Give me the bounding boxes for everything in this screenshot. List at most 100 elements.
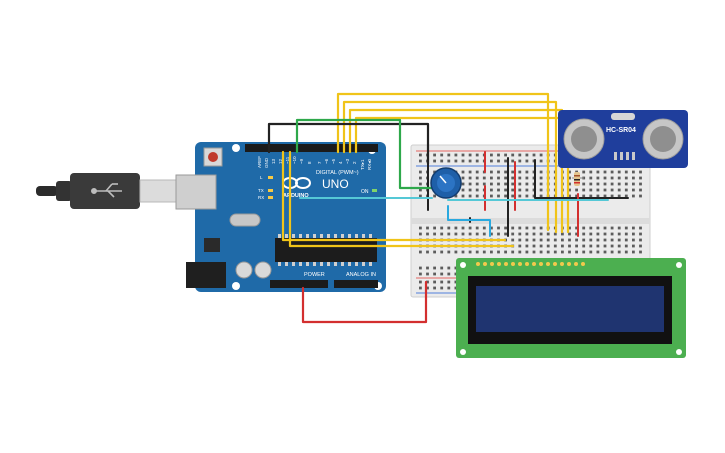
breadboard-hole[interactable] — [596, 170, 600, 174]
breadboard-hole[interactable] — [440, 280, 444, 284]
breadboard-hole[interactable] — [546, 238, 550, 242]
breadboard-hole[interactable] — [624, 182, 628, 186]
breadboard-hole[interactable] — [561, 238, 564, 242]
breadboard-hole[interactable] — [624, 232, 628, 236]
breadboard-hole[interactable] — [511, 159, 515, 163]
breadboard-hole[interactable] — [447, 250, 451, 254]
breadboard-hole[interactable] — [589, 176, 593, 180]
breadboard-hole[interactable] — [568, 244, 571, 248]
breadboard-hole[interactable] — [617, 194, 621, 198]
wire-black[interactable] — [534, 159, 629, 199]
breadboard-hole[interactable] — [632, 250, 635, 254]
wire-yellow[interactable] — [348, 108, 564, 234]
breadboard-hole[interactable] — [426, 250, 429, 254]
breadboard-hole[interactable] — [639, 226, 642, 230]
breadboard-hole[interactable] — [518, 170, 522, 174]
breadboard-hole[interactable] — [589, 244, 593, 248]
breadboard-hole[interactable] — [553, 232, 557, 236]
analog-pin-header[interactable] — [334, 280, 378, 288]
breadboard-hole[interactable] — [461, 226, 465, 230]
breadboard-hole[interactable] — [610, 182, 614, 186]
breadboard-hole[interactable] — [504, 194, 507, 198]
lcd-pin[interactable] — [525, 262, 529, 266]
breadboard-hole[interactable] — [468, 182, 472, 186]
breadboard-hole[interactable] — [511, 226, 515, 230]
breadboard-hole[interactable] — [603, 232, 607, 236]
breadboard-hole[interactable] — [525, 188, 529, 192]
breadboard-hole[interactable] — [497, 226, 500, 230]
breadboard-hole[interactable] — [568, 194, 571, 198]
breadboard-hole[interactable] — [639, 250, 642, 254]
breadboard-hole[interactable] — [511, 232, 515, 236]
breadboard-hole[interactable] — [582, 182, 586, 186]
breadboard-hole[interactable] — [624, 226, 628, 230]
breadboard-hole[interactable] — [632, 182, 635, 186]
breadboard-hole[interactable] — [447, 286, 451, 290]
breadboard-hole[interactable] — [603, 244, 607, 248]
breadboard-hole[interactable] — [419, 272, 422, 276]
breadboard-hole[interactable] — [617, 238, 621, 242]
breadboard-hole[interactable] — [461, 182, 465, 186]
breadboard-hole[interactable] — [568, 232, 571, 236]
breadboard-hole[interactable] — [433, 272, 436, 276]
breadboard-hole[interactable] — [518, 194, 522, 198]
breadboard-hole[interactable] — [632, 170, 635, 174]
breadboard-hole[interactable] — [433, 250, 436, 254]
breadboard-hole[interactable] — [568, 250, 571, 254]
breadboard-hole[interactable] — [454, 250, 458, 254]
breadboard-hole[interactable] — [561, 244, 564, 248]
breadboard-hole[interactable] — [497, 194, 500, 198]
breadboard-hole[interactable] — [440, 272, 444, 276]
breadboard-hole[interactable] — [475, 176, 479, 180]
breadboard-hole[interactable] — [518, 226, 522, 230]
breadboard-hole[interactable] — [617, 250, 621, 254]
breadboard-hole[interactable] — [447, 226, 451, 230]
breadboard-hole[interactable] — [639, 170, 642, 174]
breadboard-hole[interactable] — [603, 188, 607, 192]
breadboard-hole[interactable] — [433, 286, 436, 290]
breadboard-hole[interactable] — [490, 226, 493, 230]
breadboard-hole[interactable] — [589, 194, 593, 198]
breadboard-hole[interactable] — [440, 286, 444, 290]
breadboard-hole[interactable] — [532, 250, 536, 254]
breadboard-hole[interactable] — [539, 226, 543, 230]
breadboard-hole[interactable] — [419, 194, 422, 198]
breadboard-hole[interactable] — [575, 244, 578, 248]
breadboard-hole[interactable] — [532, 244, 536, 248]
lcd-pin[interactable] — [553, 262, 557, 266]
breadboard-hole[interactable] — [525, 244, 529, 248]
breadboard-hole[interactable] — [575, 188, 578, 192]
breadboard-hole[interactable] — [575, 238, 578, 242]
breadboard-hole[interactable] — [575, 250, 578, 254]
breadboard-hole[interactable] — [490, 194, 493, 198]
breadboard-hole[interactable] — [525, 153, 529, 157]
breadboard-hole[interactable] — [624, 250, 628, 254]
breadboard-hole[interactable] — [419, 232, 422, 236]
breadboard-hole[interactable] — [603, 194, 607, 198]
breadboard-hole[interactable] — [525, 194, 529, 198]
breadboard-hole[interactable] — [596, 238, 600, 242]
breadboard-hole[interactable] — [617, 182, 621, 186]
breadboard-hole[interactable] — [511, 182, 515, 186]
breadboard-hole[interactable] — [610, 250, 614, 254]
breadboard-hole[interactable] — [582, 188, 586, 192]
breadboard-hole[interactable] — [632, 226, 635, 230]
breadboard-hole[interactable] — [603, 176, 607, 180]
breadboard-hole[interactable] — [454, 232, 458, 236]
breadboard-hole[interactable] — [482, 226, 486, 230]
breadboard-hole[interactable] — [582, 226, 586, 230]
breadboard-hole[interactable] — [610, 194, 614, 198]
breadboard-hole[interactable] — [582, 170, 586, 174]
breadboard-hole[interactable] — [461, 188, 465, 192]
breadboard-hole[interactable] — [504, 159, 507, 163]
breadboard-hole[interactable] — [603, 226, 607, 230]
lcd-pin[interactable] — [518, 262, 522, 266]
breadboard-hole[interactable] — [504, 188, 507, 192]
breadboard-hole[interactable] — [468, 232, 472, 236]
breadboard-hole[interactable] — [539, 159, 543, 163]
breadboard-hole[interactable] — [440, 159, 444, 163]
breadboard-hole[interactable] — [433, 232, 436, 236]
breadboard-hole[interactable] — [603, 170, 607, 174]
breadboard-hole[interactable] — [482, 182, 486, 186]
